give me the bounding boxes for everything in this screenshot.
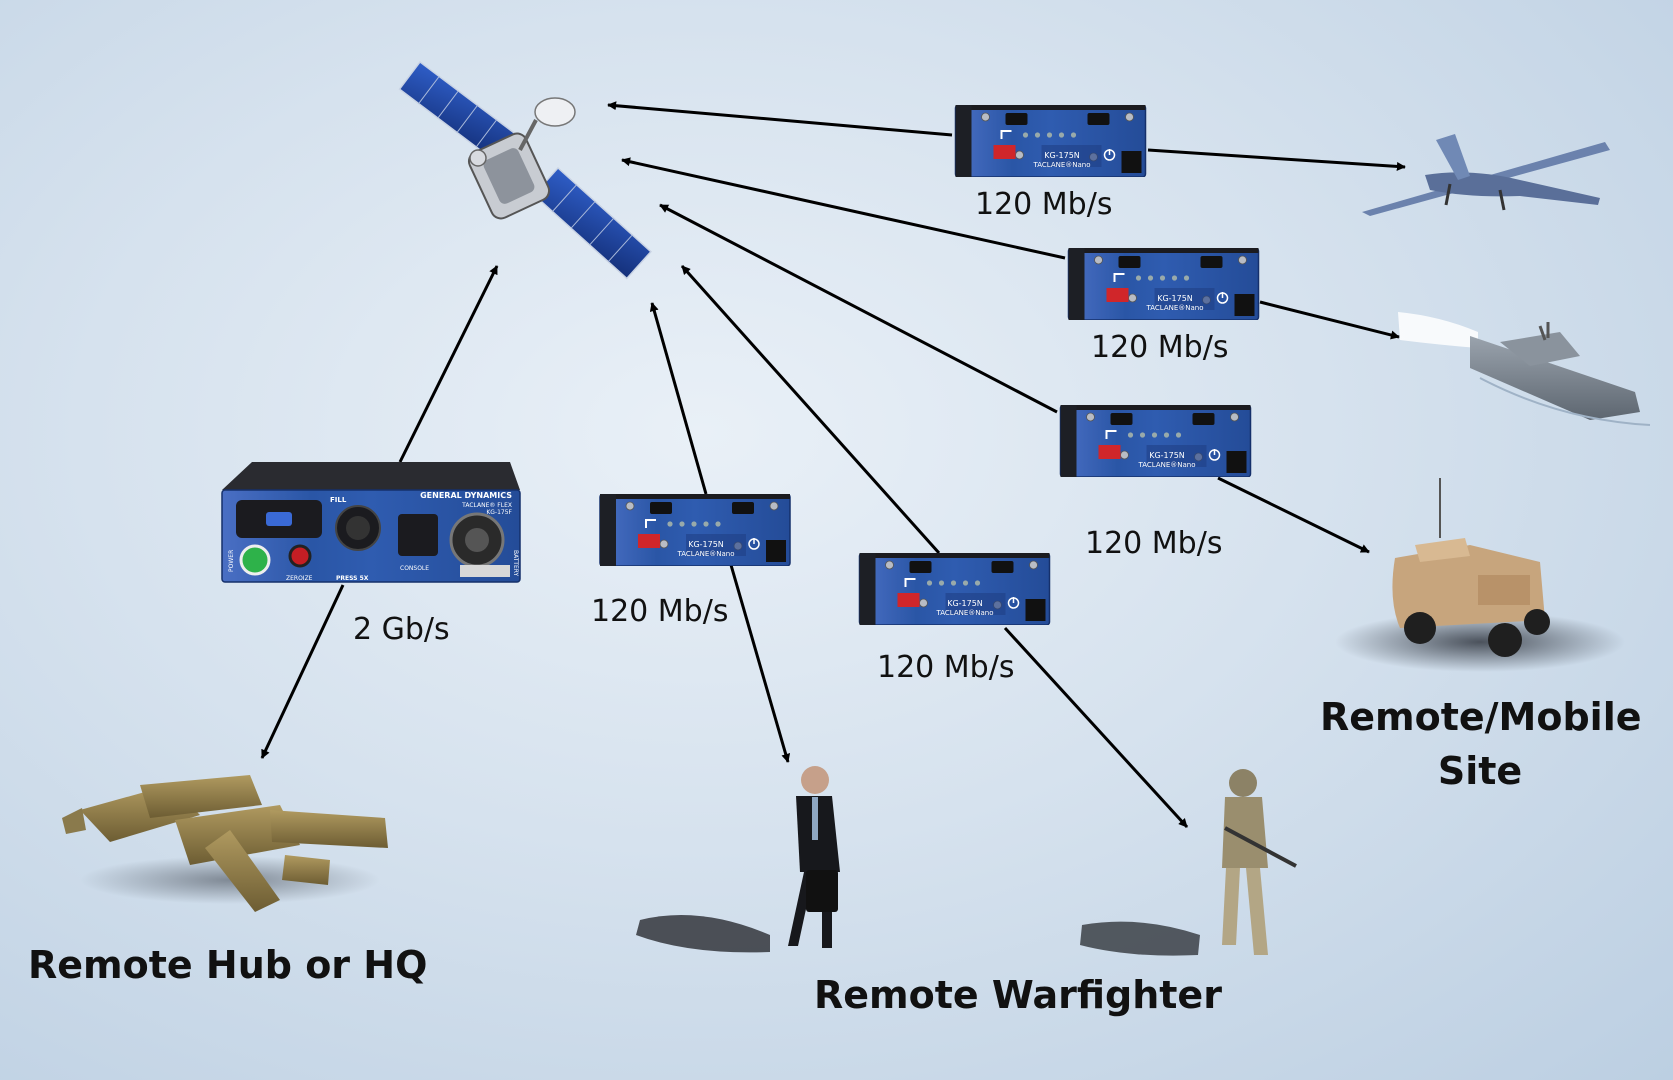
nano-model-label: KG-175N	[1044, 151, 1080, 160]
link-rate-drone: 120 Mb/s	[975, 187, 1113, 222]
arrow-vehicle-uplink	[659, 203, 1058, 414]
nano-model-label: KG-175N	[1149, 451, 1185, 460]
flex-battery-label: BATTERY	[512, 550, 519, 577]
ship-icon	[1398, 312, 1651, 426]
arrow-ship-uplink	[621, 157, 1066, 260]
arrow-drone-uplink	[607, 101, 953, 137]
flex-press-label: PRESS 5X	[336, 575, 369, 582]
nano-model-label: KG-175N	[688, 540, 724, 549]
site-label-mobile-line2: Site	[1437, 749, 1523, 793]
flex-console-label: CONSOLE	[400, 565, 429, 572]
site-label-mobile-line1: Remote/Mobile	[1320, 695, 1642, 739]
satellite	[398, 60, 652, 280]
link-rate-ship: 120 Mb/s	[1091, 330, 1229, 365]
armored-vehicle-icon	[1335, 478, 1625, 672]
link-arrows	[260, 101, 1406, 829]
link-rate-hub: 2 Gb/s	[353, 612, 450, 647]
nano-device-drone: KG-175N TACLANE®Nano	[954, 105, 1147, 177]
flex-product: TACLANE® FLEX	[461, 502, 512, 509]
taclane-flex-device: GENERAL DYNAMICS TACLANE® FLEX KG-175F F…	[221, 462, 521, 583]
nano-model-label: KG-175N	[947, 599, 983, 608]
site-label-hub: Remote Hub or HQ	[28, 943, 428, 987]
nano-device-ship: KG-175N TACLANE®Nano	[1067, 248, 1260, 320]
nano-device-warfighter-a: KG-175N TACLANE®Nano	[598, 494, 792, 566]
nano-product-label: TACLANE®Nano	[1145, 304, 1203, 312]
nano-product-label: TACLANE®Nano	[676, 550, 734, 558]
tent-camp-icon	[62, 775, 388, 912]
arrow-vehicle-downlink	[1217, 476, 1370, 554]
arrow-warfighter-a-uplink	[649, 302, 708, 495]
flex-zeroize-label: ZEROIZE	[286, 575, 313, 582]
site-label-warfighter: Remote Warfighter	[814, 973, 1222, 1017]
arrow-hub-uplink	[398, 265, 499, 463]
solar-panel-lower	[532, 166, 652, 280]
satellite-body	[467, 97, 576, 220]
site-label-mobile: Remote/Mobile Site	[1320, 690, 1642, 798]
arrow-hub-downlink	[260, 584, 345, 759]
nano-product-label: TACLANE®Nano	[935, 609, 993, 617]
nano-device-vehicle: KG-175N TACLANE®Nano	[1059, 405, 1252, 477]
nano-product-label: TACLANE®Nano	[1032, 161, 1090, 169]
flex-model: KG-175F	[486, 509, 512, 516]
link-rate-warfighter-b: 120 Mb/s	[877, 650, 1015, 685]
arrow-drone-downlink	[1147, 148, 1406, 171]
arrow-warfighter-a-downlink	[729, 564, 791, 763]
flex-brand: GENERAL DYNAMICS	[420, 491, 512, 500]
businessman-icon	[636, 766, 840, 953]
link-rate-vehicle: 120 Mb/s	[1085, 526, 1223, 561]
nano-product-label: TACLANE®Nano	[1137, 461, 1195, 469]
flex-fill-label: FILL	[330, 496, 347, 504]
arrow-warfighter-b-downlink	[1003, 626, 1189, 829]
flex-power-label: POWER	[228, 550, 235, 572]
arrow-warfighter-b-uplink	[680, 264, 941, 555]
soldier-icon	[1080, 769, 1297, 956]
link-rate-warfighter-a: 120 Mb/s	[591, 594, 729, 629]
arrow-ship-downlink	[1259, 300, 1400, 340]
drone-icon	[1362, 134, 1610, 216]
nano-model-label: KG-175N	[1157, 294, 1193, 303]
nano-device-warfighter-b: KG-175N TACLANE®Nano	[858, 553, 1051, 625]
